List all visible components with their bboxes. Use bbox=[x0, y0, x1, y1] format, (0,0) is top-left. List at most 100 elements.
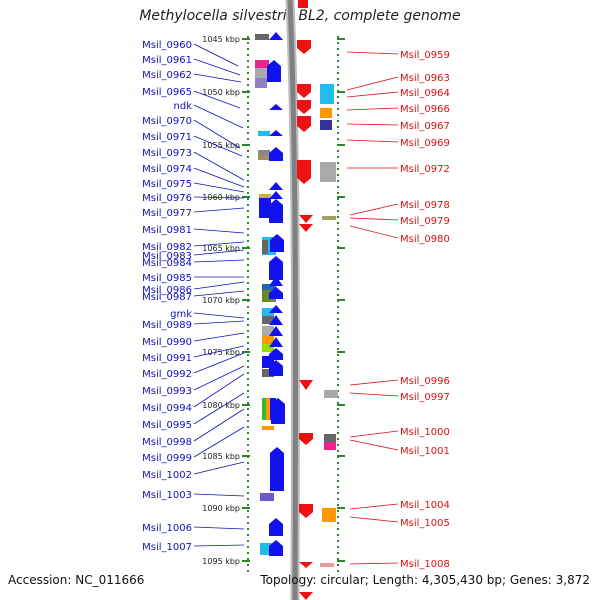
right-grid-dot bbox=[337, 492, 339, 494]
left-grid-dot bbox=[247, 462, 249, 464]
left-grid-dot bbox=[247, 186, 249, 188]
right-leader-line bbox=[346, 107, 399, 111]
ruler-tick-right bbox=[337, 144, 345, 146]
left-leader-line bbox=[193, 426, 245, 458]
right-grid-dot bbox=[337, 132, 339, 134]
right-grid-dot bbox=[337, 534, 339, 536]
right-grid-dot bbox=[337, 204, 339, 206]
ruler-tick bbox=[242, 455, 250, 457]
left-gene-label: Msil_0999 bbox=[142, 453, 192, 464]
right-strand-features: Msil_0959Msil_0963Msil_0964Msil_0966Msil… bbox=[297, 40, 450, 600]
left-grid-dot bbox=[247, 264, 249, 266]
right-grid-dot bbox=[337, 432, 339, 434]
right-leader-line bbox=[349, 217, 399, 221]
cog-box bbox=[322, 216, 336, 220]
right-grid-dot bbox=[337, 252, 339, 254]
right-grid-dot bbox=[337, 306, 339, 308]
right-leader-line bbox=[349, 379, 399, 386]
ruler-tick-right bbox=[337, 560, 345, 562]
cog-box bbox=[324, 442, 336, 450]
ruler-tick-right bbox=[337, 299, 345, 301]
right-grid-dot bbox=[337, 288, 339, 290]
ruler-tick-right bbox=[337, 507, 345, 509]
right-grid-dot bbox=[337, 378, 339, 380]
left-strand-arrow bbox=[269, 305, 283, 313]
left-leader-line bbox=[193, 281, 245, 290]
left-grid-dot bbox=[247, 492, 249, 494]
left-gene-label: Msil_0993 bbox=[142, 386, 192, 397]
right-grid-dot bbox=[337, 60, 339, 62]
left-grid-dot bbox=[247, 438, 249, 440]
right-gene-label: Msil_0967 bbox=[400, 121, 450, 132]
right-grid-dot bbox=[337, 336, 339, 338]
right-grid-dot bbox=[337, 480, 339, 482]
accession-label: Accession: NC_011666 bbox=[8, 573, 145, 587]
backbone bbox=[285, 0, 308, 600]
left-leader-line bbox=[193, 207, 245, 213]
cog-box bbox=[255, 60, 269, 70]
right-grid-dot bbox=[337, 78, 339, 80]
ruler-label: 1055 kbp bbox=[202, 141, 240, 150]
map-title: Methylocella silvestris BL2, complete ge… bbox=[139, 8, 461, 24]
left-strand-arrow bbox=[269, 348, 283, 360]
right-grid-dot bbox=[337, 540, 339, 542]
right-gene-label: Msil_0959 bbox=[400, 50, 450, 61]
left-grid-dot bbox=[247, 396, 249, 398]
right-grid-dot bbox=[337, 516, 339, 518]
ruler-tick bbox=[242, 196, 250, 198]
left-gene-label: Msil_1007 bbox=[142, 542, 192, 553]
left-grid-dot bbox=[247, 36, 249, 38]
right-grid-dot bbox=[337, 294, 339, 296]
right-leader-line bbox=[349, 203, 399, 216]
left-leader-line bbox=[193, 73, 242, 83]
left-grid-dot bbox=[247, 156, 249, 158]
right-grid-dot bbox=[337, 276, 339, 278]
left-grid-dot bbox=[247, 408, 249, 410]
right-strand-arrow bbox=[297, 116, 311, 132]
left-grid-dot bbox=[247, 372, 249, 374]
ruler-label: 1045 kbp bbox=[202, 35, 240, 44]
right-grid-dot bbox=[337, 186, 339, 188]
right-gene-label: Msil_0996 bbox=[400, 376, 450, 387]
left-gene-label: Msil_0989 bbox=[142, 320, 192, 331]
left-grid-dot bbox=[247, 342, 249, 344]
cog-box bbox=[266, 398, 270, 420]
left-grid-dot bbox=[247, 192, 249, 194]
left-grid-dot bbox=[247, 204, 249, 206]
ruler-tick bbox=[242, 144, 250, 146]
left-strand-arrow bbox=[269, 191, 283, 199]
cog-box bbox=[320, 120, 332, 130]
left-strand-arrow bbox=[271, 398, 285, 424]
left-gene-label: Msil_0995 bbox=[142, 420, 192, 431]
left-grid-dot bbox=[247, 270, 249, 272]
right-gene-label: Msil_1000 bbox=[400, 427, 450, 438]
right-strand-arrow bbox=[299, 504, 313, 518]
left-gene-label: Msil_0990 bbox=[142, 337, 192, 348]
left-leader-line bbox=[193, 493, 245, 497]
right-grid-dot bbox=[337, 438, 339, 440]
right-grid-dot bbox=[337, 228, 339, 230]
backbone-line bbox=[287, 0, 298, 600]
left-grid-dot bbox=[247, 420, 249, 422]
left-gene-label: Msil_0971 bbox=[142, 132, 192, 143]
left-leader-line bbox=[193, 312, 245, 319]
cog-boxes bbox=[255, 34, 338, 567]
right-gene-label: Msil_0969 bbox=[400, 138, 450, 149]
left-grid-dot bbox=[247, 114, 249, 116]
left-grid-dot bbox=[247, 198, 249, 200]
right-leader-line bbox=[349, 562, 399, 565]
top-gene-segment bbox=[298, 0, 308, 8]
left-gene-label: Msil_0991 bbox=[142, 353, 192, 364]
right-strand-arrow bbox=[297, 100, 311, 114]
left-leader-line bbox=[193, 461, 245, 475]
left-grid-dot bbox=[247, 516, 249, 518]
left-leader-line bbox=[193, 104, 244, 129]
left-leader-line bbox=[193, 332, 245, 342]
right-grid-dot bbox=[337, 120, 339, 122]
left-grid-dot bbox=[247, 330, 249, 332]
cog-box bbox=[320, 108, 332, 118]
right-grid-dot bbox=[337, 324, 339, 326]
left-grid-dot bbox=[247, 450, 249, 452]
